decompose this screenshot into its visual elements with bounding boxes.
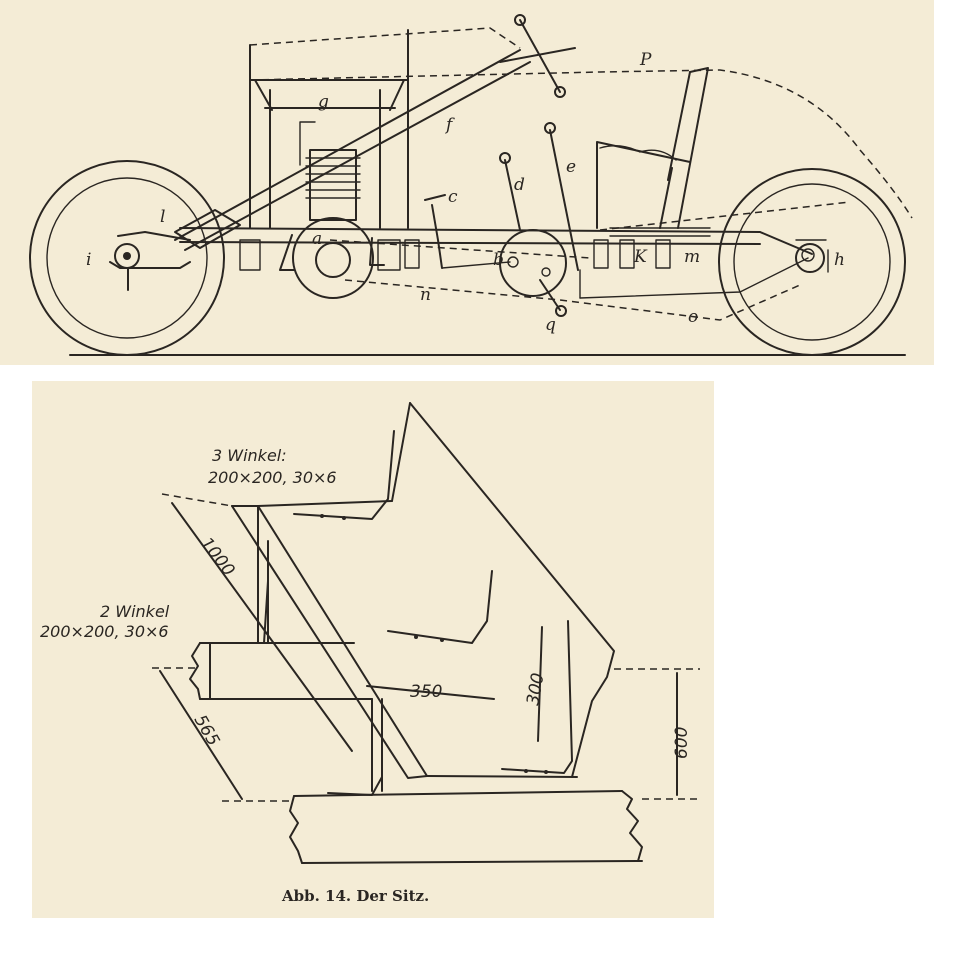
seat-frame-drawing: 1000 565 350 300 600 3 Winkel: 200×200, … [40,402,700,905]
dim-width: 350 [410,682,442,702]
angle-brackets [236,430,573,796]
label-c: c [448,187,458,207]
note-three-angles-spec: 200×200, 30×6 [208,468,337,487]
body-outline-dashed [249,27,913,321]
label-e: e [566,157,576,177]
note-three-angles-title: 3 Winkel: [212,446,287,465]
vehicle-elevation-drawing: i l g f c d e P a b n q K m o h [29,14,913,356]
label-g: g [318,92,329,112]
label-l: l [160,207,165,227]
label-i: i [86,250,91,270]
vehicle-elevation-panel: i l g f c d e P a b n q K m o h [0,0,934,365]
transmission-rods [579,257,809,299]
seat-shell [231,402,615,792]
note-two-angles-spec: 200×200, 30×6 [40,622,169,641]
dim-depth: 565 [190,712,224,750]
label-f: f [444,115,455,135]
label-q: q [545,315,556,335]
engine-and-tank [249,29,409,299]
chassis-frame [179,227,813,271]
gearbox [441,229,567,317]
floor-beam [289,790,643,864]
label-h: h [834,250,845,270]
engine-cylinder [305,149,361,221]
label-a: a [312,229,322,249]
label-k: K [633,247,648,267]
driver-seat [596,67,709,229]
label-b: b [493,250,504,270]
dimension-lines [152,493,700,802]
label-n: n [420,285,431,305]
figure-caption: Abb. 14. Der Sitz. [281,887,429,905]
label-o: o [688,307,698,327]
front-wheel [29,160,225,356]
label-d: d [514,175,525,195]
dim-back: 300 [523,671,548,706]
dim-length: 1000 [196,534,238,580]
label-m: m [684,247,700,267]
dim-height: 600 [672,727,692,759]
front-rail-beam [189,642,373,700]
rear-wheel [718,168,906,356]
label-p: P [639,50,652,70]
seat-frame-panel: 1000 565 350 300 600 3 Winkel: 200×200, … [32,381,714,918]
note-two-angles-title: 2 Winkel [100,602,170,621]
control-levers [424,122,579,271]
steering-column [174,14,576,251]
